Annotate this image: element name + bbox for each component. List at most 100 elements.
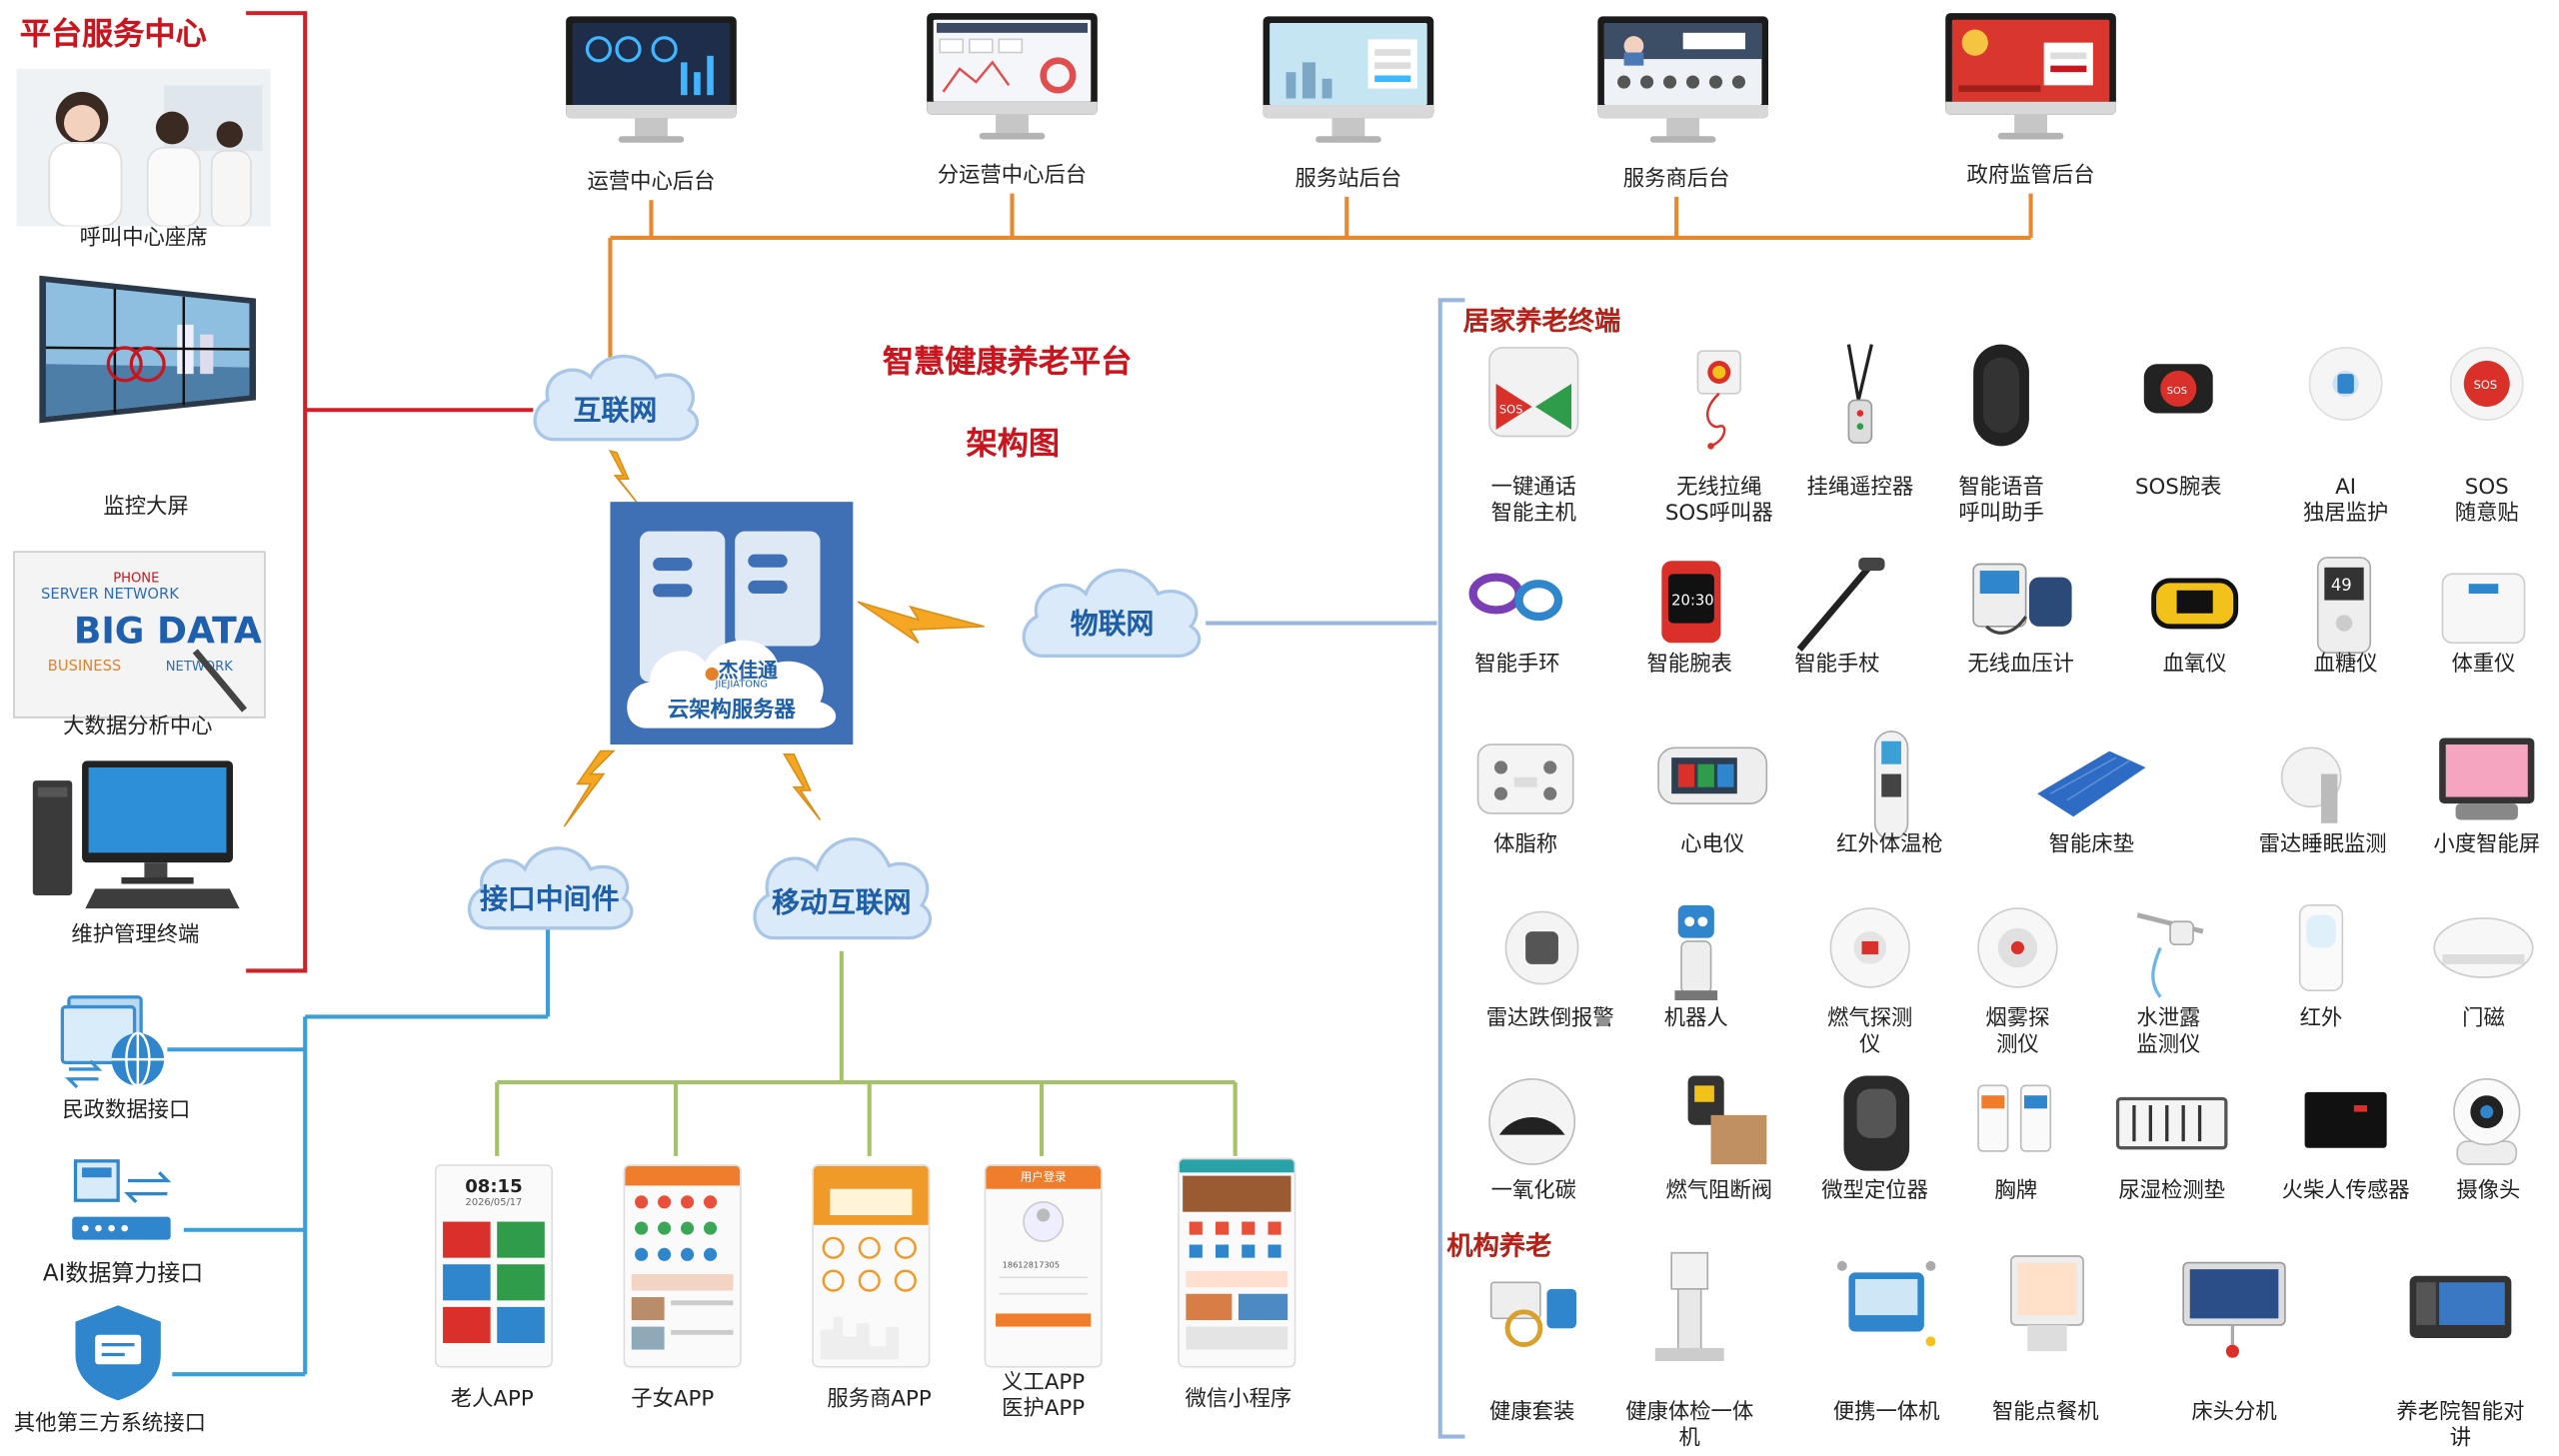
home-device-21-icon bbox=[1638, 898, 1753, 1013]
home-device-22-icon bbox=[1812, 898, 1927, 1013]
diagram-title: 智慧健康养老平台 bbox=[883, 338, 1132, 382]
institution-device-0-label: 健康套装 bbox=[1458, 1400, 1606, 1426]
bolt-icon bbox=[610, 451, 636, 502]
home-device-20-icon bbox=[1492, 898, 1607, 1013]
home-device-5-icon bbox=[2288, 341, 2403, 456]
home-device-27-icon bbox=[1476, 1069, 1591, 1184]
home-device-3-label: 智能语音 呼叫助手 bbox=[1927, 476, 2075, 529]
sub-ops-label: 分运营中心后台 bbox=[914, 164, 1111, 190]
home-device-24-label: 水泄露 监测仪 bbox=[2095, 1007, 2243, 1060]
svg-text:20:30: 20:30 bbox=[1671, 593, 1714, 610]
home-device-2-icon bbox=[1802, 341, 1917, 456]
child-app-screen bbox=[624, 1164, 742, 1367]
svg-text:SOS: SOS bbox=[2167, 386, 2187, 397]
institution-device-3-icon bbox=[1988, 1249, 2103, 1364]
home-device-30-label: 胸牌 bbox=[1942, 1179, 2090, 1205]
home-device-24-icon bbox=[2111, 898, 2226, 1013]
gov-supervision-monitor bbox=[1945, 13, 2116, 144]
bolt-icon bbox=[784, 754, 820, 820]
login-phone: 18612817305 bbox=[986, 1261, 1101, 1271]
civil-data-interface-icon bbox=[59, 993, 174, 1095]
institution-device-3-label: 智能点餐机 bbox=[1971, 1400, 2119, 1426]
home-device-28-icon bbox=[1661, 1069, 1776, 1184]
third-party-interface-label: 其他第三方系统接口 bbox=[0, 1412, 220, 1438]
call-center-label: 呼叫中心座席 bbox=[16, 226, 270, 252]
svg-text:NETWORK: NETWORK bbox=[166, 660, 233, 675]
big-data-image: SERVER NETWORK PHONE BUSINESS NETWORK BI… bbox=[13, 551, 266, 718]
phone-date: 2026/05/17 bbox=[437, 1197, 552, 1208]
third-party-interface-icon bbox=[66, 1302, 171, 1404]
monitor-wall-image bbox=[30, 266, 263, 430]
ai-compute-interface-icon bbox=[69, 1158, 184, 1256]
mobile-internet-cloud: 移动互联网 bbox=[745, 820, 939, 945]
institution-device-5-label: 养老院智能对讲 bbox=[2387, 1400, 2535, 1453]
home-device-8-label: 智能腕表 bbox=[1615, 653, 1763, 679]
big-data-label: 大数据分析中心 bbox=[13, 715, 262, 740]
home-device-13-label: 体重仪 bbox=[2410, 653, 2558, 679]
child-app-label: 子女APP bbox=[604, 1387, 742, 1413]
bolt-icon bbox=[858, 602, 984, 643]
svg-text:49: 49 bbox=[2331, 576, 2352, 595]
home-device-4-label: SOS腕表 bbox=[2104, 476, 2252, 502]
home-device-15-icon bbox=[1655, 728, 1770, 843]
provider-app-label: 服务商APP bbox=[798, 1387, 962, 1413]
home-device-12-label: 血糖仪 bbox=[2272, 653, 2420, 679]
home-device-0-label: 一键通话 智能主机 bbox=[1459, 476, 1607, 529]
phone-time: 08:15 bbox=[437, 1176, 552, 1197]
home-device-32-label: 火柴人传感器 bbox=[2272, 1179, 2420, 1205]
platform-service-heading: 平台服务中心 bbox=[20, 10, 207, 54]
service-station-monitor bbox=[1264, 16, 1434, 147]
home-device-23-label: 烟雾探 测仪 bbox=[1944, 1007, 2092, 1060]
volunteer-app-label: 义工APP 医护APP bbox=[978, 1371, 1109, 1424]
svg-text:SERVER NETWORK: SERVER NETWORK bbox=[41, 586, 179, 603]
home-device-27-label: 一氧化碳 bbox=[1459, 1179, 1607, 1205]
home-device-5-label: AI 独居监护 bbox=[2272, 476, 2420, 529]
home-device-10-label: 无线血压计 bbox=[1947, 653, 2095, 679]
ops-center-monitor bbox=[566, 16, 737, 147]
home-device-14-label: 体脂称 bbox=[1451, 833, 1599, 859]
institution-device-2-icon bbox=[1829, 1249, 1944, 1364]
home-care-heading: 居家养老终端 bbox=[1463, 299, 1621, 338]
home-device-19-label: 小度智能屏 bbox=[2413, 833, 2559, 859]
home-device-29-icon bbox=[1817, 1069, 1932, 1184]
home-device-23-icon bbox=[1960, 898, 2075, 1013]
home-device-9-label: 智能手杖 bbox=[1763, 653, 1911, 679]
service-station-label: 服务站后台 bbox=[1250, 167, 1446, 193]
internet-cloud: 互联网 bbox=[525, 345, 706, 447]
institution-device-2-label: 便携一体机 bbox=[1812, 1400, 1960, 1426]
home-device-32-icon bbox=[2288, 1069, 2403, 1184]
server-name: 云架构服务器 bbox=[610, 693, 853, 724]
sub-ops-monitor bbox=[927, 13, 1098, 144]
maintenance-terminal-image bbox=[30, 757, 243, 915]
home-device-18-label: 雷达睡眠监测 bbox=[2249, 833, 2397, 859]
login-title: 用户登录 bbox=[986, 1166, 1101, 1189]
svg-text:SOS: SOS bbox=[2474, 378, 2498, 392]
bolt-icon bbox=[565, 751, 614, 826]
ops-center-label: 运营中心后台 bbox=[553, 171, 750, 197]
ai-compute-interface-label: AI数据算力接口 bbox=[16, 1261, 229, 1287]
middleware-cloud: 接口中间件 bbox=[459, 836, 640, 934]
home-device-31-label: 尿湿检测垫 bbox=[2098, 1179, 2246, 1205]
home-device-18-icon bbox=[2265, 728, 2380, 843]
institution-device-1-label: 健康体检一体 机 bbox=[1615, 1400, 1763, 1453]
institution-device-4-label: 床头分机 bbox=[2160, 1400, 2308, 1426]
svg-text:PHONE: PHONE bbox=[113, 572, 159, 587]
server-brand-en: JIEJIATONG bbox=[715, 679, 768, 690]
home-device-28-label: 燃气阻断阀 bbox=[1645, 1179, 1793, 1205]
wechat-miniprogram-screen bbox=[1178, 1158, 1295, 1368]
home-device-15-label: 心电仪 bbox=[1638, 833, 1786, 859]
provider-label: 服务商后台 bbox=[1578, 167, 1775, 193]
iot-cloud: 物联网 bbox=[1014, 558, 1211, 663]
home-device-31-icon bbox=[2114, 1069, 2229, 1184]
home-device-19-icon bbox=[2429, 728, 2544, 843]
elder-app-label: 老人APP bbox=[423, 1387, 561, 1413]
institution-device-0-icon bbox=[1474, 1249, 1589, 1364]
big-data-text: BIG DATA bbox=[74, 612, 262, 653]
home-device-1-label: 无线拉绳 SOS呼叫器 bbox=[1645, 476, 1793, 529]
home-device-14-icon bbox=[1468, 728, 1583, 843]
institution-device-4-icon bbox=[2177, 1249, 2292, 1364]
device-bracket-line bbox=[1440, 300, 1465, 1436]
home-device-33-label: 摄像头 bbox=[2415, 1179, 2559, 1205]
home-device-6-label: SOS 随意贴 bbox=[2413, 476, 2559, 529]
